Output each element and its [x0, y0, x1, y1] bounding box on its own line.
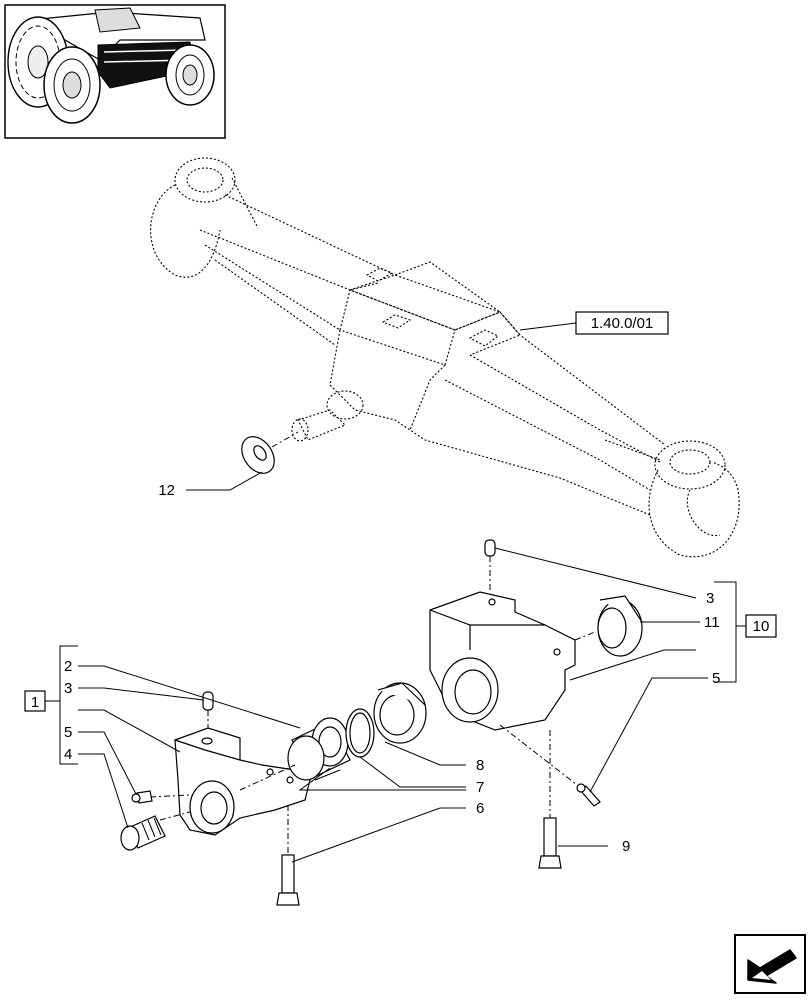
- callout-7[interactable]: 7: [476, 779, 484, 796]
- part-12-washer: [241, 431, 299, 474]
- callout-12[interactable]: 12: [158, 482, 175, 499]
- callout-10: 10: [753, 618, 770, 635]
- part-pin-right: [484, 539, 496, 557]
- callout-3-right[interactable]: 3: [706, 590, 714, 607]
- reference-label: 1.40.0/01: [591, 315, 654, 332]
- part-7-o-ring: [345, 708, 375, 758]
- callout-8[interactable]: 8: [476, 757, 484, 774]
- part-4-plug: [120, 815, 166, 851]
- part-5-grease-nipple-left: [131, 790, 153, 804]
- callout-3-left[interactable]: 3: [64, 680, 72, 697]
- part-5-grease-nipple-right: [576, 783, 601, 807]
- part-knuckle-left: [174, 727, 311, 836]
- part-pin-left: [202, 691, 214, 711]
- callout-4[interactable]: 4: [64, 746, 72, 763]
- reference-callout[interactable]: 1.40.0/01: [519, 311, 669, 335]
- group-10-box[interactable]: [745, 614, 777, 638]
- part-6-bolt: [276, 854, 300, 906]
- part-8-seal: [373, 682, 427, 744]
- callout-11[interactable]: 11: [704, 614, 720, 631]
- callout-5-right[interactable]: 5: [712, 670, 720, 687]
- next-page-arrow-icon[interactable]: [734, 934, 806, 994]
- part-2-bushing: [287, 717, 351, 781]
- part-support-right: [429, 591, 576, 731]
- callout-1: 1: [31, 694, 39, 711]
- part-9-bolt: [538, 817, 562, 869]
- callout-2[interactable]: 2: [64, 658, 72, 675]
- group-1-box[interactable]: [24, 690, 46, 712]
- axle-housing: [150, 157, 740, 558]
- highlighted-axle: [97, 41, 196, 89]
- callout-9[interactable]: 9: [622, 838, 630, 855]
- tractor-thumbnail[interactable]: [4, 4, 226, 139]
- callout-5-left[interactable]: 5: [64, 724, 72, 741]
- callout-6[interactable]: 6: [476, 800, 484, 817]
- part-11-bushing: [597, 595, 643, 657]
